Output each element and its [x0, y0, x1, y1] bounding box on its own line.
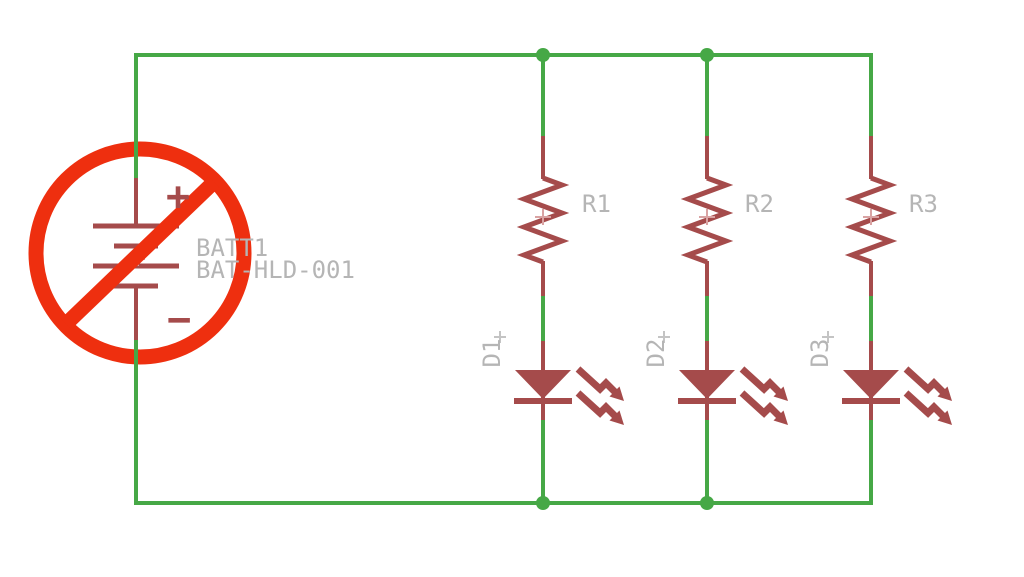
- prohibition-slash: [60, 176, 220, 330]
- battery-value-label: BAT-HLD-001: [196, 256, 355, 284]
- led-d1-label: D1: [478, 338, 506, 368]
- battery-minus-sign: −: [166, 297, 192, 343]
- junction-dot: [700, 496, 714, 510]
- battery-plus-sign: +: [165, 174, 191, 220]
- junction-dot: [700, 48, 714, 62]
- prohibition-circle: [28, 141, 252, 365]
- led-d2-label: D2: [642, 338, 670, 368]
- resistor-r2-label: R2: [745, 190, 774, 218]
- prohibition-sign: [28, 141, 252, 365]
- resistor-r1-label: R1: [582, 190, 611, 218]
- battery-name-label: BATT1: [196, 234, 269, 262]
- branch-r3-d3: [822, 55, 952, 503]
- branch-r2-d2: [658, 55, 788, 503]
- resistor-r3-label: R3: [909, 190, 938, 218]
- junction-dot: [536, 48, 550, 62]
- branch-r1-d1: [494, 55, 624, 503]
- junction-dot: [536, 496, 550, 510]
- led-d3-label: D3: [806, 338, 834, 368]
